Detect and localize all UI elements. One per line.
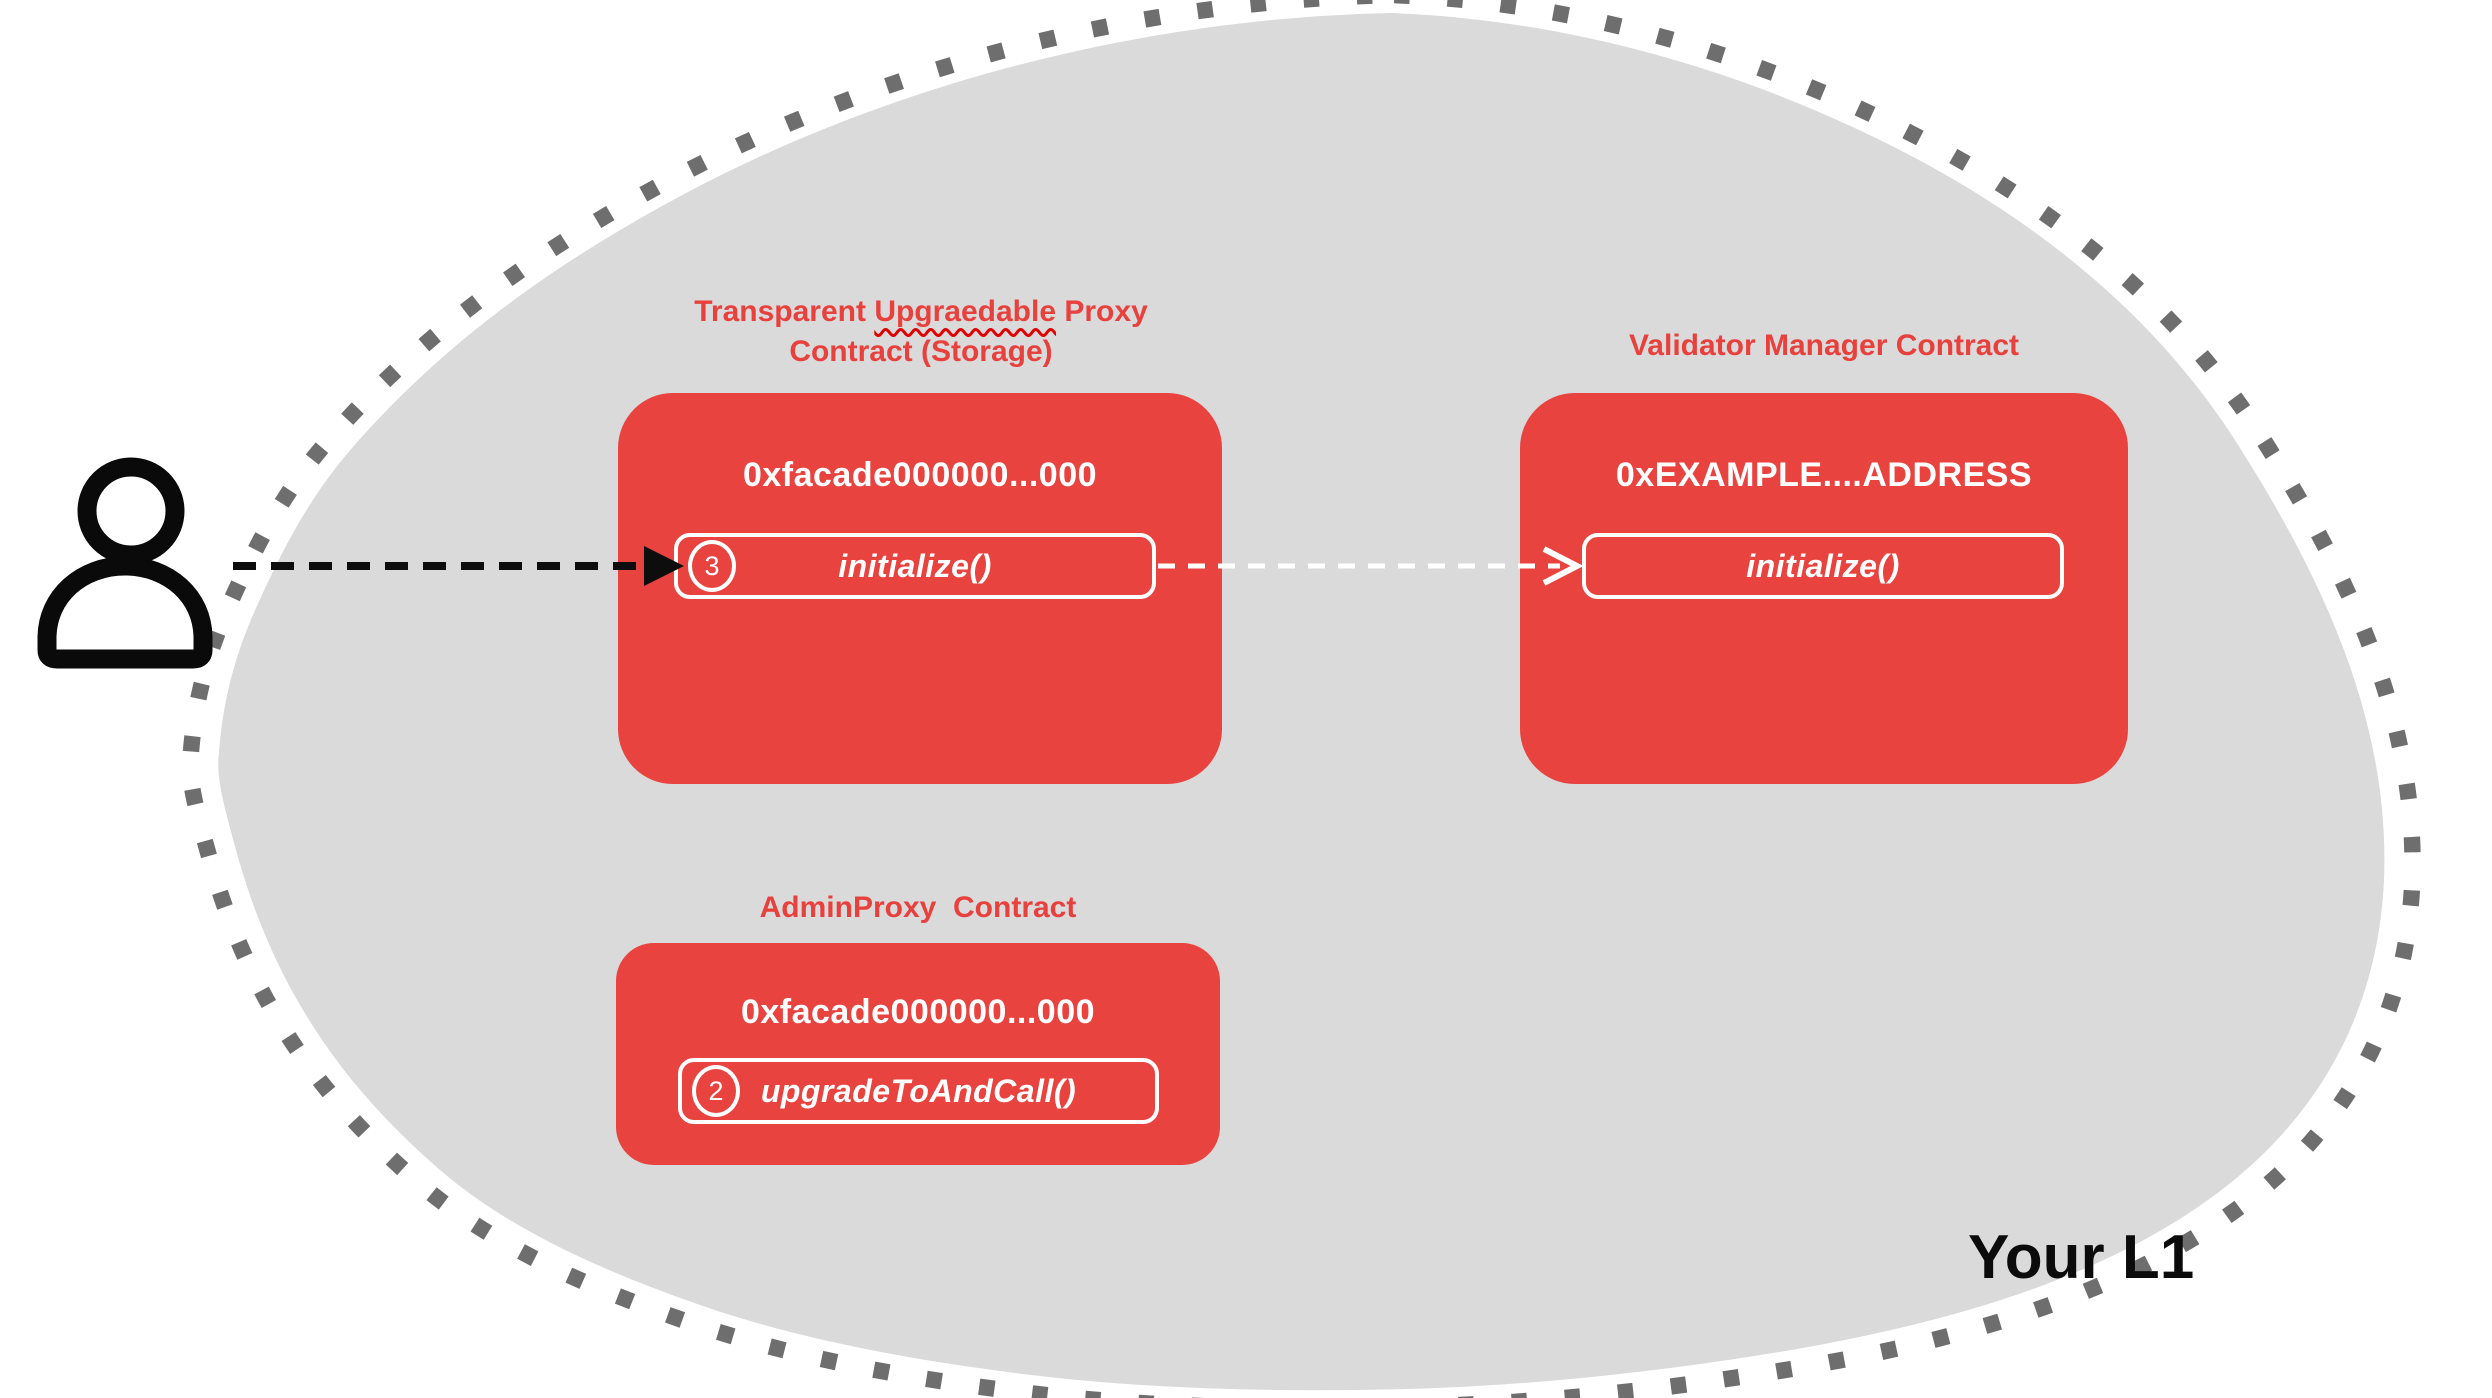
validator-initialize-label: initialize(): [1746, 547, 1900, 584]
blob-dotted-border: [181, 0, 2421, 1398]
proxy-title-line2: Contract (Storage): [789, 335, 1053, 368]
proxy-initialize-pill: 3 initialize(): [674, 533, 1156, 599]
proxy-initialize-label: initialize(): [838, 547, 992, 584]
admin-contract-box: 0xfacade000000...000 2 upgradeToAndCall(…: [616, 943, 1220, 1165]
step-2-badge: 2: [692, 1065, 740, 1117]
step-3-badge: 3: [688, 540, 736, 592]
admin-upgrade-label: upgradeToAndCall(): [760, 1072, 1077, 1109]
validator-contract-box: 0xEXAMPLE....ADDRESS initialize(): [1520, 393, 2128, 784]
validator-initialize-pill: initialize(): [1582, 533, 2064, 599]
admin-contract-title: AdminProxy Contract: [759, 891, 1077, 924]
admin-upgrade-pill: 2 upgradeToAndCall(): [678, 1058, 1159, 1124]
proxy-title-word3: Proxy: [1064, 295, 1148, 328]
proxy-contract-box: 0xfacade000000...000 3 initialize(): [618, 393, 1222, 784]
region-label: Your L1: [1968, 1223, 2195, 1292]
validator-contract-address: 0xEXAMPLE....ADDRESS: [1615, 456, 2033, 494]
proxy-contract-address: 0xfacade000000...000: [742, 456, 1098, 494]
proxy-title-word1: Transparent: [694, 295, 866, 328]
validator-contract-title: Validator Manager Contract: [1628, 329, 2020, 362]
proxy-title-misspelled-word: Upgraedable: [874, 295, 1057, 328]
admin-contract-address: 0xfacade000000...000: [740, 993, 1096, 1031]
